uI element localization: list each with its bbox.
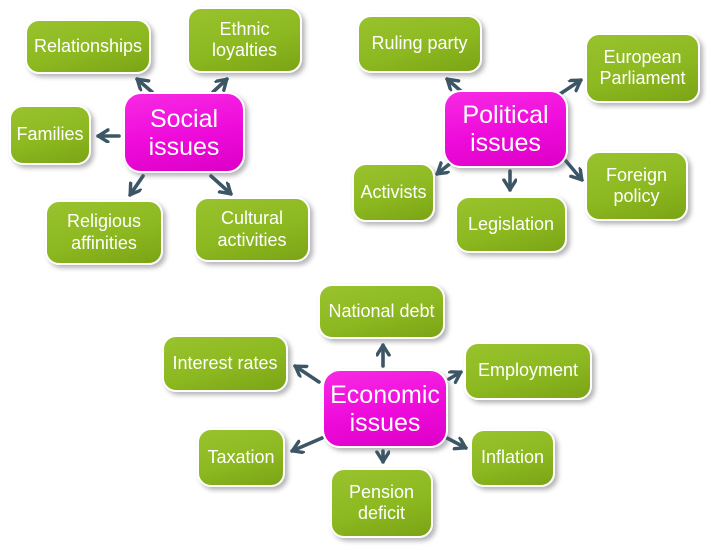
node-national-debt: National debt: [318, 284, 445, 339]
node-employment: Employment: [464, 342, 592, 400]
node-taxation: Taxation: [197, 428, 285, 487]
node-pension-deficit: Pension deficit: [330, 468, 433, 538]
node-legislation: Legislation: [455, 196, 567, 253]
node-european-parliament-label: European Parliament: [599, 46, 686, 88]
node-economic-issues: Economic issues: [322, 369, 448, 448]
node-ethnic-loyalties: Ethnic loyalties: [187, 7, 302, 73]
node-inflation: Inflation: [470, 429, 555, 487]
node-cultural-activities-label: Cultural activities: [217, 208, 287, 250]
node-social-issues: Social issues: [123, 92, 245, 173]
node-ruling-party-label: Ruling party: [371, 33, 468, 54]
node-interest-rates-label: Interest rates: [172, 352, 278, 373]
node-foreign-policy: Foreign policy: [585, 151, 688, 221]
node-ruling-party: Ruling party: [357, 15, 482, 73]
node-national-debt-label: National debt: [328, 300, 435, 321]
arrow-economic-to-interest-rates: [293, 364, 321, 384]
node-activists-label: Activists: [360, 181, 427, 202]
arrow-political-to-ruling-party: [445, 77, 464, 94]
node-interest-rates: Interest rates: [162, 335, 288, 392]
arrow-economic-to-employment: [447, 372, 463, 379]
arrow-economic-to-taxation: [290, 436, 324, 451]
node-ethnic-loyalties-label: Ethnic loyalties: [211, 18, 278, 60]
arrow-social-to-relationships: [135, 77, 154, 94]
arrow-economic-to-inflation: [445, 436, 468, 448]
node-employment-label: Employment: [477, 360, 579, 381]
node-foreign-policy-label: Foreign policy: [605, 164, 668, 206]
node-legislation-label: Legislation: [467, 213, 555, 234]
node-political-issues-label: Political issues: [462, 101, 549, 157]
node-inflation-label: Inflation: [480, 447, 545, 468]
node-taxation-label: Taxation: [207, 446, 275, 467]
node-religious-affinities: Religious affinities: [45, 200, 163, 265]
node-relationships-label: Relationships: [33, 35, 143, 56]
arrow-social-to-religious-affinities: [128, 174, 145, 197]
node-activists: Activists: [352, 163, 435, 222]
arrow-social-to-ethnic-loyalties: [211, 77, 229, 94]
node-families: Families: [9, 105, 91, 165]
node-relationships: Relationships: [25, 19, 151, 74]
node-social-issues-label: Social issues: [148, 104, 220, 161]
node-families-label: Families: [16, 124, 84, 145]
node-pension-deficit-label: Pension deficit: [348, 481, 415, 523]
node-religious-affinities-label: Religious affinities: [66, 211, 142, 253]
node-european-parliament: European Parliament: [585, 33, 700, 103]
node-political-issues: Political issues: [443, 90, 568, 168]
node-cultural-activities: Cultural activities: [194, 197, 310, 262]
arrow-political-to-european-parliament: [558, 78, 583, 96]
arrow-political-to-foreign-policy: [564, 159, 584, 182]
arrow-social-to-cultural-activities: [209, 174, 233, 196]
node-economic-issues-label: Economic issues: [330, 380, 440, 437]
